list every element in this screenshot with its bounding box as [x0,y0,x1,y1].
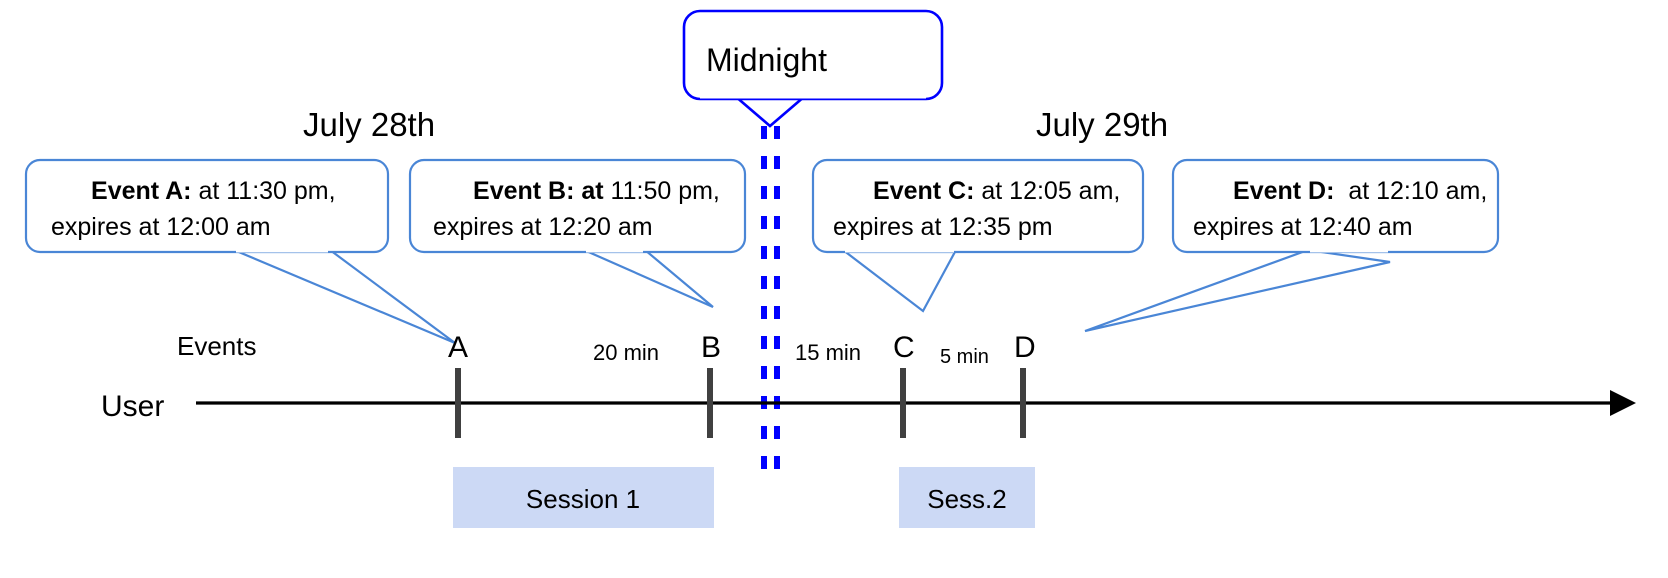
callout-event-d-line1: Event D: at 12:10 am, [1193,177,1518,205]
callout-event-a-bold: Event A: [91,177,191,205]
midnight-callout[interactable]: Midnight [682,9,944,128]
callout-event-a-tail [233,248,456,345]
marker-label-C: C [893,331,915,364]
callout-event-b-line1: Event B: at 11:50 pm, [433,177,751,205]
callout-event-b-tail [583,248,714,309]
callout-event-d-tail [1084,248,1391,333]
session-1-label: Session 1 [526,484,640,514]
midnight-dashed-lines [761,126,780,478]
midnight-callout-box [682,9,944,101]
callout-event-b-box [408,158,747,254]
callout-event-b-line2: expires at 12:20 am [433,213,653,241]
events-row-label: Events [177,331,257,361]
callout-event-a-box [24,158,390,254]
session-1[interactable]: Session 1 [453,467,714,528]
callout-event-c-box [811,158,1145,254]
callout-event-a[interactable]: Event A: at 11:30 pm, expires at 12:00 a… [24,158,456,345]
midnight-callout-tail [731,94,809,128]
date-label-right: July 29th [1036,106,1168,143]
callout-event-b-bold: Event B: at [473,177,604,205]
callout-event-c-tail [839,248,958,313]
callout-event-d-line2: expires at 12:40 am [1193,213,1413,241]
user-row-label: User [101,390,164,423]
marker-label-B: B [701,331,721,364]
callout-event-a-rest: at 11:30 pm, [192,177,336,205]
interval-label-b-to-c: 15 min [795,340,861,365]
interval-label-a-to-b: 20 min [593,340,659,365]
callout-event-c-rest: at 12:05 am, [974,177,1120,205]
callout-event-c[interactable]: Event C: at 12:05 am, expires at 12:35 p… [811,158,1151,313]
timeline-arrowhead [1610,390,1636,416]
callout-event-a-line2: expires at 12:00 am [51,213,271,241]
session-2[interactable]: Sess.2 [899,467,1035,528]
callout-event-c-line1: Event C: at 12:05 am, [833,177,1151,205]
callout-event-d[interactable]: Event D: at 12:10 am, expires at 12:40 a… [1084,158,1518,333]
callout-event-d-rest: at 12:10 am, [1334,177,1487,205]
session-2-rect [899,467,1035,528]
timeline-axis [196,390,1636,416]
interval-label-c-to-d: 5 min [940,346,989,368]
marker-label-D: D [1014,331,1036,364]
callout-event-a-line1: Event A: at 11:30 pm, [51,177,367,205]
callout-event-c-line2: expires at 12:35 pm [833,213,1053,241]
session-2-label: Sess.2 [927,484,1007,514]
callout-event-d-bold: Event D: [1233,177,1334,205]
callout-event-c-bold: Event C: [873,177,974,205]
midnight-label: Midnight [706,42,827,78]
session-1-rect [453,467,714,528]
callout-event-b[interactable]: Event B: at 11:50 pm, expires at 12:20 a… [408,158,751,309]
event-ticks [455,368,1026,438]
marker-label-A: A [448,331,468,364]
callout-event-b-rest: 11:50 pm, [604,177,720,205]
date-label-left: July 28th [303,106,435,143]
